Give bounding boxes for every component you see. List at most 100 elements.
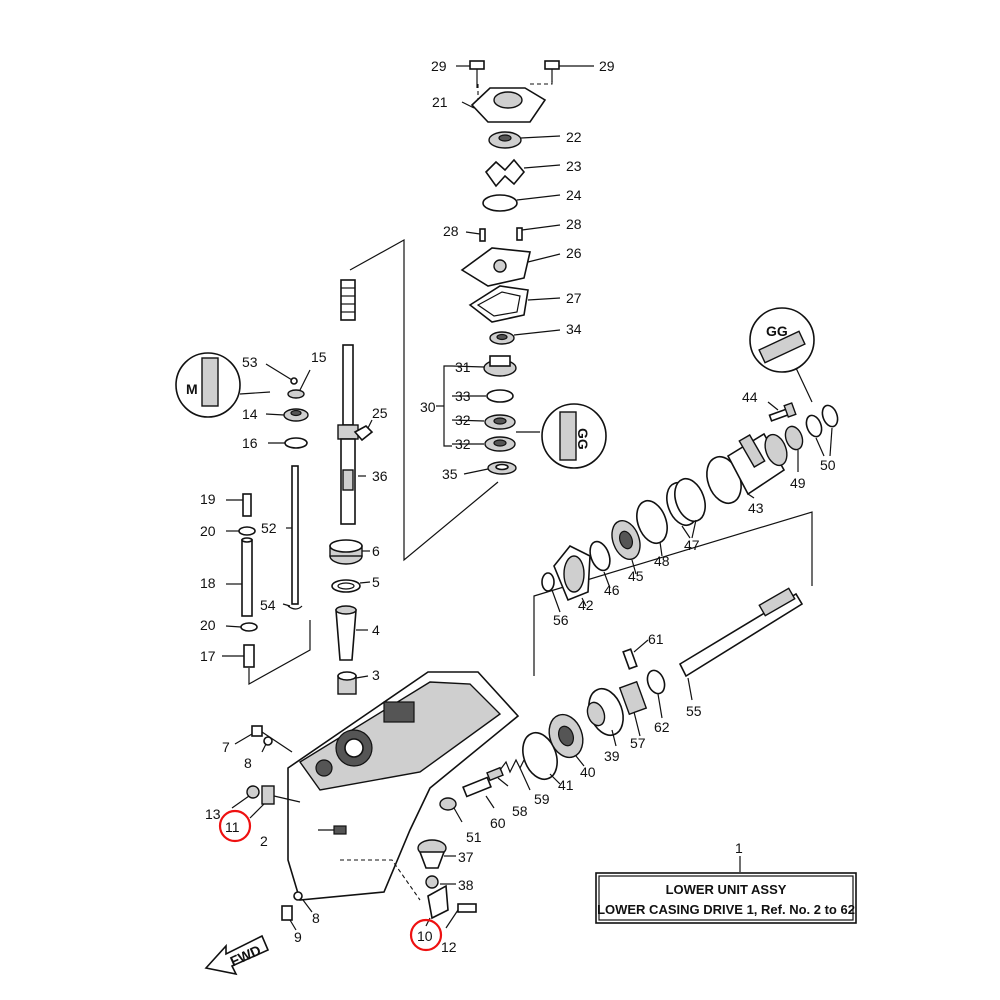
plunger-60 [462, 776, 495, 809]
screw-9 [281, 905, 297, 931]
clutch-57 [618, 680, 648, 737]
grease-mark-label: GG [575, 428, 591, 450]
callout-20-lower: 20 [200, 617, 216, 633]
spring-59 [499, 755, 531, 791]
callout-31: 31 [455, 359, 471, 375]
callout-51: 51 [466, 829, 482, 845]
callout-labels: 29 29 21 22 23 24 28 28 26 27 34 30 31 3… [200, 58, 836, 955]
nut-38 [425, 875, 456, 889]
grease-callout-right: GG [541, 403, 607, 469]
gear-39 [586, 687, 624, 747]
callout-55: 55 [686, 703, 702, 719]
callout-60: 60 [490, 815, 506, 831]
callout-15: 15 [311, 349, 327, 365]
bolt-19 [226, 493, 252, 517]
sealant-mark-label: M [186, 381, 198, 397]
left-bracket [248, 620, 311, 686]
callout-22: 22 [566, 129, 582, 145]
fwd-arrow: FWD [204, 934, 270, 976]
sealant-callout-left: M [175, 352, 271, 418]
o-ring-41 [522, 731, 561, 785]
callout-13: 13 [205, 806, 221, 822]
callout-12: 12 [441, 939, 457, 955]
callout-28-right: 28 [566, 216, 582, 232]
callout-21: 21 [432, 94, 448, 110]
callout-45: 45 [628, 568, 644, 584]
callout-30: 30 [420, 399, 436, 415]
callout-27: 27 [566, 290, 582, 306]
fitting-17 [222, 644, 255, 668]
callout-29-left: 29 [431, 58, 447, 74]
pins-28 [465, 224, 561, 242]
callout-37: 37 [458, 849, 474, 865]
callout-8-lower: 8 [312, 910, 320, 926]
plate-26 [460, 247, 561, 287]
o-ring-24 [482, 194, 561, 212]
callout-32-upper: 32 [455, 412, 471, 428]
sleeve-4 [335, 605, 368, 661]
callout-4: 4 [372, 622, 380, 638]
cap-43 [706, 432, 788, 505]
pin-58 [486, 766, 509, 787]
callout-2: 2 [260, 833, 268, 849]
callout-25: 25 [372, 405, 388, 421]
callout-50: 50 [820, 457, 836, 473]
callout-43: 43 [748, 500, 764, 516]
callout-54: 54 [260, 597, 276, 613]
bushing-49 [784, 425, 804, 472]
bearing-45 [611, 519, 641, 575]
impeller-23 [484, 158, 561, 188]
callout-29-right: 29 [599, 58, 615, 74]
prop-shaft-bracket [533, 511, 813, 676]
lower-casing-2 [287, 671, 520, 901]
callout-9: 9 [294, 929, 302, 945]
callout-52: 52 [261, 520, 277, 536]
clamp-20-lower [225, 622, 258, 632]
bolt-12 [445, 903, 477, 929]
callout-6: 6 [372, 543, 380, 559]
callout-62: 62 [654, 719, 670, 735]
callout-36: 36 [372, 468, 388, 484]
callout-49: 49 [790, 475, 806, 491]
callout-11: 11 [225, 819, 240, 835]
anode-11 [249, 785, 301, 819]
key-25 [353, 419, 374, 442]
callout-23: 23 [566, 158, 582, 174]
callout-46: 46 [604, 582, 620, 598]
callout-18: 18 [200, 575, 216, 591]
callout-41: 41 [558, 777, 574, 793]
gear-37 [417, 839, 456, 869]
callout-10: 10 [417, 928, 433, 944]
shim-5 [331, 579, 371, 593]
clip-54 [282, 603, 303, 610]
bushing-51 [439, 797, 463, 823]
grease-mark-label-2: GG [766, 323, 788, 339]
pump-housing-21 [461, 78, 553, 123]
shim-46 [589, 540, 611, 589]
callout-26: 26 [566, 245, 582, 261]
washer-8-lower [293, 891, 313, 913]
seal-15 [287, 369, 311, 399]
callout-44: 44 [742, 389, 758, 405]
impeller-cup-22 [488, 131, 561, 149]
highlight-circle-10 [409, 918, 443, 952]
callout-59: 59 [534, 791, 550, 807]
bearing-group-30 [436, 355, 540, 475]
propeller-shaft-55 [678, 587, 804, 701]
shift-rod-52 [286, 465, 299, 605]
callout-58: 58 [512, 803, 528, 819]
bearing-40 [548, 713, 585, 767]
bolt-29-right [544, 60, 594, 82]
callout-42: 42 [578, 597, 594, 613]
shaft-bracket [349, 238, 499, 562]
callout-20-upper: 20 [200, 523, 216, 539]
clamp-20-upper [226, 526, 256, 536]
bolt-29-left [456, 60, 485, 88]
o-ring-48 [636, 499, 668, 557]
drive-shaft-36 [337, 279, 366, 525]
callout-40: 40 [580, 764, 596, 780]
bolt-7 [234, 725, 293, 753]
callout-8-upper: 8 [244, 755, 252, 771]
o-rings-47 [666, 477, 706, 539]
